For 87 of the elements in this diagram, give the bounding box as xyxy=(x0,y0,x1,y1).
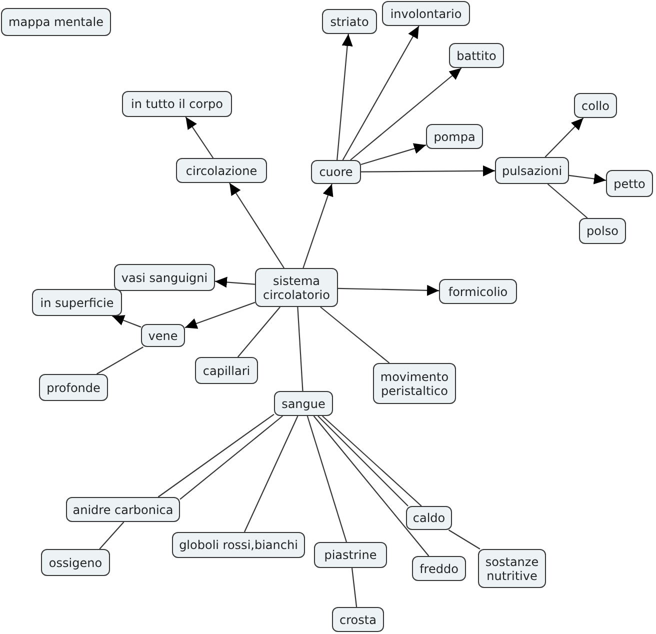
connector-line xyxy=(448,530,480,550)
concept-text: pulsazioni xyxy=(502,164,562,178)
connector-line xyxy=(297,306,304,392)
concept-text: cuore xyxy=(319,165,353,179)
concept-text: vasi sanguigni xyxy=(121,270,208,284)
concept-node xyxy=(382,1,470,26)
connector-line xyxy=(320,306,390,364)
arrow xyxy=(185,116,214,158)
arrow xyxy=(214,276,256,288)
concept-text: caldo xyxy=(412,511,446,525)
concept-text: battito xyxy=(456,48,496,62)
concept-text: collo xyxy=(582,98,610,112)
connector-line xyxy=(237,306,280,358)
connector-line xyxy=(158,414,274,498)
concept-node xyxy=(322,9,377,34)
concept-node xyxy=(122,91,232,117)
concept-node xyxy=(449,43,504,68)
connector-line xyxy=(306,416,347,542)
concept-node xyxy=(311,160,361,184)
concept-text: petto xyxy=(614,176,646,190)
concept-node xyxy=(606,170,653,197)
concept-text: striato xyxy=(330,14,369,28)
arrow xyxy=(361,165,495,176)
arrow xyxy=(336,34,353,160)
concept-text: sistema circolatorio xyxy=(262,274,331,302)
concept-text: capillari xyxy=(202,364,250,378)
concept-text: sangue xyxy=(282,396,326,410)
concept-text: movimento peristaltico xyxy=(379,370,450,398)
concept-node xyxy=(195,357,258,384)
connector-line xyxy=(99,522,124,550)
concept-text: ossigeno xyxy=(48,556,102,570)
concept-node xyxy=(141,324,185,347)
concept-node xyxy=(176,158,267,183)
concept-node xyxy=(172,532,305,558)
concept-node xyxy=(274,391,333,416)
concept-node xyxy=(574,93,617,118)
connector-line xyxy=(96,346,144,374)
concept-text: involontario xyxy=(390,6,462,20)
concept-node xyxy=(495,157,569,184)
concept-node xyxy=(478,549,546,588)
concept-node xyxy=(41,549,110,576)
concept-text: formicolio xyxy=(448,284,508,298)
concept-text: in superficie xyxy=(40,296,114,310)
connector-line xyxy=(244,416,298,532)
arrow xyxy=(568,173,606,184)
concept-text: piastrine xyxy=(324,548,377,562)
connector-line xyxy=(547,184,588,218)
arrow xyxy=(338,284,440,296)
concept-text: polso xyxy=(586,224,618,238)
arrow xyxy=(112,315,142,328)
concept-text: crosta xyxy=(340,612,376,626)
connector-line xyxy=(351,568,358,608)
arrow xyxy=(229,182,284,268)
concept-text: in tutto il corpo xyxy=(131,97,223,111)
connector-line xyxy=(180,416,283,500)
concept-node xyxy=(66,497,180,522)
connector-line xyxy=(313,416,430,556)
connector-line xyxy=(322,416,422,506)
concept-text: vene xyxy=(148,328,178,342)
concept-node xyxy=(426,124,483,149)
concept-text: freddo xyxy=(420,562,458,576)
concept-node xyxy=(332,607,384,632)
concept-node xyxy=(314,542,387,568)
arrow xyxy=(360,143,426,166)
concept-text: pompa xyxy=(434,130,476,144)
arrow xyxy=(342,26,420,160)
arrow xyxy=(184,302,256,329)
concept-node xyxy=(406,506,452,530)
concept-node xyxy=(373,363,456,404)
concept-text: anidre carbonica xyxy=(72,502,174,516)
concept-text: sostanze nutritive xyxy=(484,554,540,582)
connector-line xyxy=(318,416,408,506)
arrow xyxy=(350,68,462,160)
concept-text: mappa mentale xyxy=(8,15,104,29)
concept-node xyxy=(579,218,626,244)
concept-text: profonde xyxy=(46,380,100,394)
arrow xyxy=(302,184,334,268)
concept-node xyxy=(39,374,108,401)
concept-node xyxy=(114,264,215,291)
arrow xyxy=(544,118,584,158)
concept-node xyxy=(1,8,111,36)
concept-node xyxy=(32,289,122,316)
concept-text: globoli rossi,bianchi xyxy=(179,538,298,552)
concept-node xyxy=(255,268,338,307)
concept-node xyxy=(412,556,466,581)
concept-node xyxy=(439,279,517,304)
concept-text: circolazione xyxy=(186,164,258,178)
